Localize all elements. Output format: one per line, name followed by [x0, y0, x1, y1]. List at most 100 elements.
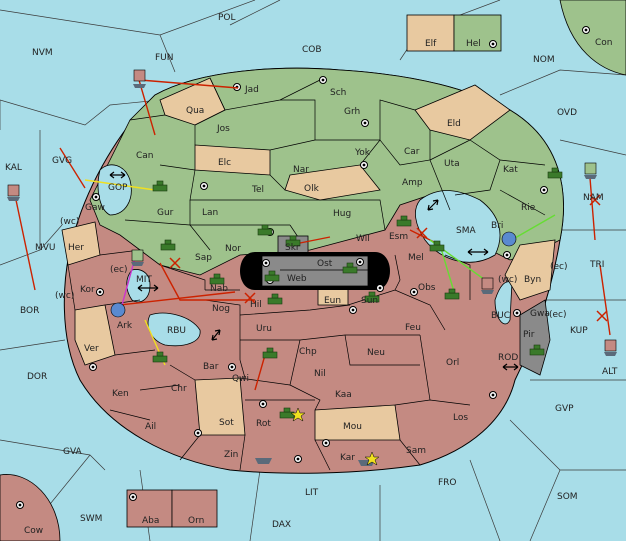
province-elc[interactable]	[194, 144, 271, 176]
sea-label: SWM	[80, 514, 102, 524]
province-label: Car	[404, 147, 420, 157]
sea-label: MIT	[136, 275, 152, 285]
army-icon	[285, 235, 301, 247]
fleets	[7, 69, 617, 466]
sea-label: ROD	[498, 353, 518, 363]
province-label: Ost	[317, 259, 333, 269]
province-label: Gaw	[85, 203, 105, 213]
fleet-icon	[501, 231, 517, 247]
province-label: Can	[136, 151, 154, 161]
sea-label: TRI	[589, 260, 604, 270]
supply-center-icon	[361, 119, 369, 127]
province-label: Mou	[343, 422, 362, 432]
supply-center-icon	[410, 288, 418, 296]
order-arrow	[159, 262, 255, 301]
coast-label: (ec)	[549, 310, 567, 320]
province-orn[interactable]	[171, 489, 218, 528]
supply-center-icon	[489, 391, 497, 399]
province-label: Elf	[425, 39, 437, 49]
supply-center-icon	[322, 439, 330, 447]
convoy-arrow-icon	[502, 363, 519, 371]
sea-label: GVP	[555, 404, 574, 414]
sea-label: SMA	[456, 226, 476, 236]
cut-icon	[596, 310, 608, 322]
coast-label: (ec)	[110, 265, 128, 275]
coast-label: (wc)	[55, 291, 74, 301]
province-label: Byn	[524, 275, 541, 285]
province-elf[interactable]	[406, 14, 455, 52]
province-pir[interactable]	[519, 299, 551, 376]
sea-label: LIT	[305, 488, 319, 498]
supply-center-icon	[513, 309, 521, 317]
province-ost-web	[261, 255, 369, 287]
supply-center-icon	[503, 251, 511, 259]
cut-icon	[416, 227, 428, 239]
sea-label: GOP	[108, 183, 128, 193]
star-icon	[290, 407, 306, 422]
province-eld[interactable]	[414, 84, 511, 141]
sea-label: GVG	[52, 156, 72, 166]
sea-label: FUN	[155, 53, 174, 63]
province-label: Bri	[491, 221, 503, 231]
order-arrow	[138, 79, 156, 136]
convoy-arrow-icon	[211, 329, 221, 341]
fleet-icon	[131, 249, 144, 266]
order-arrow	[139, 79, 239, 89]
province-olk[interactable]	[284, 164, 381, 201]
sea-label: OVD	[557, 108, 577, 118]
convoy-arrow-icon	[467, 248, 489, 256]
order-arrow	[514, 214, 556, 239]
sea-label: POL	[218, 13, 236, 23]
army-icon	[529, 344, 545, 356]
cut-icon	[244, 292, 256, 304]
supply-center-icon	[16, 501, 24, 509]
supply-center-icon	[228, 363, 236, 371]
province-label: Eld	[447, 119, 461, 129]
cut-markers	[169, 194, 608, 322]
sea-mit-lake	[126, 269, 151, 303]
army-icon	[160, 239, 176, 251]
sea-label: MVU	[35, 243, 56, 253]
army-icon	[547, 167, 563, 179]
province-label: Amp	[402, 178, 423, 188]
supply-center-icon	[92, 193, 100, 201]
province-label: Kaa	[335, 390, 352, 400]
supply-center-icon	[294, 455, 302, 463]
order-arrow	[599, 264, 611, 336]
province-label: Gur	[157, 208, 174, 218]
province-label: Los	[453, 413, 468, 423]
province-label: Tel	[251, 185, 264, 195]
province-label: Elc	[218, 158, 231, 168]
sea-label: NOM	[533, 55, 555, 65]
supply-center-icon	[262, 259, 270, 267]
sea-label: NVM	[32, 48, 53, 58]
build-markers	[290, 407, 380, 466]
army-icon	[262, 347, 278, 359]
province-byn[interactable]	[504, 239, 556, 301]
province-label: Skr	[285, 243, 300, 253]
sea-label: NAM	[583, 193, 604, 203]
order-arrow	[254, 354, 266, 391]
supply-center-icon	[129, 493, 137, 501]
fleet-icon	[481, 277, 494, 294]
coast-label: (wc)	[60, 217, 79, 227]
convoy-arrow-icon	[137, 284, 159, 292]
province-label: Olk	[304, 184, 320, 194]
army-icon	[257, 224, 273, 236]
army-icon	[209, 273, 225, 285]
sea-labels: POL COB NVM FUN NOM OVD Con KAL GVG GOP …	[5, 13, 618, 536]
coast-label: (ec)	[550, 262, 568, 272]
province-ver[interactable]	[74, 304, 116, 366]
cut-icon	[169, 257, 181, 269]
convoy-arrow-icon	[109, 171, 126, 179]
sea-label: DAX	[272, 520, 291, 530]
province-labels: Elf Hel Jad Sch Qua Jos Grh Eld Can Yok …	[68, 39, 550, 526]
province-label: Sam	[406, 446, 426, 456]
province-label: Jad	[244, 85, 259, 95]
order-arrow	[119, 291, 236, 306]
fleet-icon	[133, 69, 146, 88]
army-icon	[152, 351, 168, 363]
supply-center-icon	[349, 306, 357, 314]
order-arrow	[439, 244, 456, 296]
supply-center-icon	[259, 400, 267, 408]
